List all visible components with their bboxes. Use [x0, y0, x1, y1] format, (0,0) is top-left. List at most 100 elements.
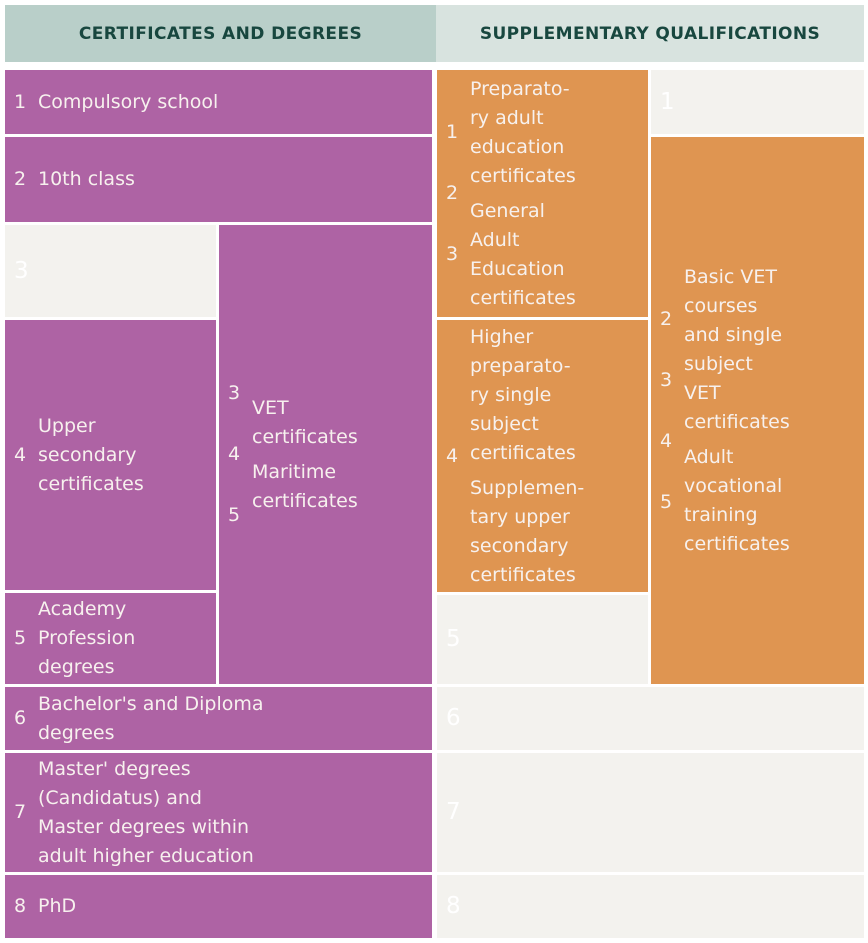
box-text: PhD [38, 875, 432, 938]
label-line: Master' degrees [38, 757, 191, 780]
gap-row-level-1-right: 1 [651, 70, 864, 134]
level-numbers: 2 3 4 5 [651, 137, 684, 684]
box-label: Upper secondary certificates [38, 412, 212, 499]
box-10th-class: 2 10th class [5, 137, 432, 222]
level-number: 8 [446, 893, 461, 919]
label-line: and single [684, 323, 783, 346]
level-numbers: 8 [5, 875, 38, 938]
level-number: 1 [446, 121, 459, 143]
level-numbers: 3 [5, 225, 38, 317]
level-number: 5 [228, 504, 241, 526]
label-line: secondary [38, 443, 137, 466]
box-compulsory-school: 1 Compulsory school [5, 70, 432, 134]
box-text: Preparato- ry adult education certificat… [470, 70, 648, 317]
label-line: Adult [470, 228, 520, 251]
label-line: preparato- [470, 354, 571, 377]
box-label: Compulsory school [38, 90, 219, 113]
label-line: Upper [38, 414, 96, 437]
label-line: certificates [470, 441, 576, 464]
box-label-higher-preparatory: Higher preparato- ry single subject cert… [470, 323, 644, 468]
level-number: 3 [228, 382, 241, 404]
label-line: certificates [38, 472, 144, 495]
label-line: education [470, 135, 565, 158]
box-basic-vet-adult-vocational: 2 3 4 5 Basic VET courses and single sub… [651, 137, 864, 684]
level-numbers: 5 [437, 595, 470, 684]
label-line: certificates [252, 489, 358, 512]
label-line: secondary [470, 534, 569, 557]
level-numbers: 5 [5, 593, 38, 684]
label-line: certificates [470, 286, 576, 309]
label-line: (Candidatus) and [38, 786, 202, 809]
box-text: Master' degrees (Candidatus) and Master … [38, 753, 432, 872]
level-numbers: 1 [651, 70, 684, 134]
label-line: Supplemen- [470, 476, 585, 499]
level-numbers: 1 [5, 70, 38, 134]
box-upper-secondary-certificates: 4 Upper secondary certificates [5, 320, 216, 590]
level-numbers: 7 [437, 753, 470, 872]
header-certificates-and-degrees: CERTIFICATES AND DEGREES [5, 5, 436, 62]
box-label-adult-vocational-training: Adult vocational training certificates [684, 443, 860, 559]
label-line: VET [684, 381, 721, 404]
level-number: 7 [446, 799, 461, 825]
label-line: certificates [470, 563, 576, 586]
level-number: 1 [14, 90, 27, 113]
level-number: 7 [14, 801, 27, 823]
box-text: Academy Profession degrees [38, 593, 216, 684]
level-number: 8 [14, 895, 27, 917]
label-line: Academy [38, 598, 127, 620]
level-number: 3 [660, 368, 673, 391]
label-line: certificates [470, 164, 576, 187]
box-label: Academy Profession degrees [38, 595, 212, 682]
label-line: Basic VET [684, 265, 777, 288]
box-vet-maritime-certificates: 3 4 5 VET certificates Maritime certific… [219, 225, 432, 684]
box-text: VET certificates Maritime certificates [252, 225, 432, 684]
label-line: Bachelor's and Diploma [38, 692, 264, 715]
label-line: courses [684, 294, 758, 317]
box-label: Master' degrees (Candidatus) and Master … [38, 755, 428, 871]
box-label-preparatory-adult-education: Preparato- ry adult education certificat… [470, 75, 644, 191]
box-label: Bachelor's and Diploma degrees [38, 690, 428, 748]
level-numbers: 7 [5, 753, 38, 872]
level-numbers: 4 [5, 320, 38, 590]
label-line: Higher [470, 325, 534, 348]
box-label: 10th class [38, 168, 135, 190]
box-label-supplementary-upper-secondary: Supplemen- tary upper secondary certific… [470, 474, 644, 590]
level-number: 3 [446, 243, 459, 265]
label-line: Preparato- [470, 77, 570, 100]
label-line: Education [470, 257, 565, 280]
gap-row-level-3-left: 3 [5, 225, 216, 317]
level-numbers: 1 2 3 [437, 70, 470, 317]
label-line: subject [470, 412, 539, 435]
box-label-vet: VET certificates [252, 394, 428, 452]
label-line: training [684, 503, 758, 526]
level-number: 5 [660, 490, 673, 513]
level-number: 4 [14, 443, 27, 466]
box-text: Basic VET courses and single subject VET… [684, 137, 864, 684]
label-line: General [470, 199, 545, 222]
label-line: degrees [38, 656, 115, 678]
level-number: 1 [660, 88, 675, 115]
header-right-title: SUPPLEMENTARY QUALIFICATIONS [479, 23, 821, 44]
header-supplementary-qualifications: SUPPLEMENTARY QUALIFICATIONS [436, 5, 864, 62]
label-line: certificates [684, 410, 790, 433]
level-numbers: 8 [437, 875, 470, 938]
label-line: Maritime [252, 460, 337, 483]
level-number: 2 [660, 307, 673, 330]
label-line: subject [684, 352, 753, 375]
box-label-general-adult-education: General Adult Education certificates [470, 197, 644, 313]
box-higher-preparatory-supplementary: 4 Higher preparato- ry single subject ce… [437, 320, 648, 592]
label-line: ry adult [470, 106, 544, 129]
label-line: certificates [252, 425, 358, 448]
box-academy-profession-degrees: 5 Academy Profession degrees [5, 593, 216, 684]
level-numbers: 6 [5, 687, 38, 750]
label-line: tary upper [470, 505, 570, 528]
box-label: PhD [38, 895, 77, 917]
box-master-degrees: 7 Master' degrees (Candidatus) and Maste… [5, 753, 432, 872]
box-phd: 8 PhD [5, 875, 432, 938]
gap-row-level-5-right: 5 [437, 595, 648, 684]
box-text: Compulsory school [38, 70, 432, 134]
level-number: 3 [14, 257, 29, 284]
box-label-basic-vet-courses: Basic VET courses and single subject VET… [684, 263, 860, 437]
label-line: Profession [38, 627, 136, 649]
